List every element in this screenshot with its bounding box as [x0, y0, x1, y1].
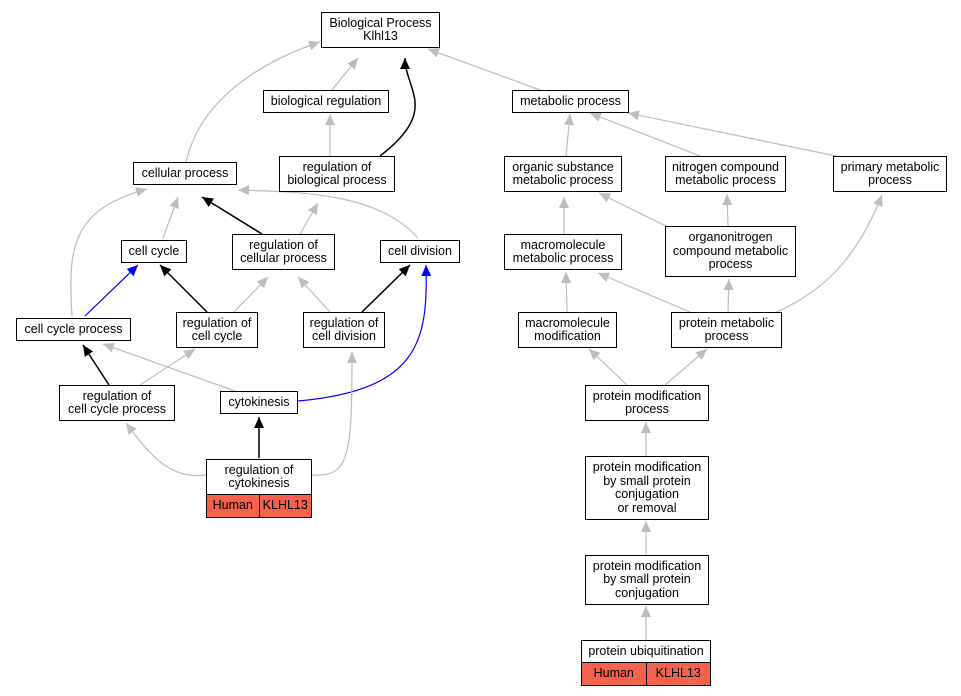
edge-regcc-regcell: [233, 276, 269, 313]
edge-metab-bp: [427, 48, 541, 91]
edge-regcyto-regdiv: [311, 351, 357, 476]
annotation-gene[interactable]: KLHL13: [646, 662, 711, 686]
edge-regcyto-regccp: [125, 422, 207, 477]
node-macromolecule-metabolic-process[interactable]: macromolecule metabolic process: [504, 234, 622, 270]
node-primary-metabolic-process[interactable]: primary metabolic process: [833, 156, 947, 192]
annotation-gene[interactable]: KLHL13: [259, 494, 312, 518]
node-cell-cycle[interactable]: cell cycle: [121, 240, 187, 263]
edge-bioreg-bp: [330, 57, 359, 92]
node-regulation-of-cytokinesis[interactable]: regulation of cytokinesis: [206, 459, 312, 495]
edge-protmet-macro: [597, 272, 691, 313]
edge-ccproc-cellproc: [70, 187, 148, 317]
node-cytokinesis[interactable]: cytokinesis: [220, 391, 298, 414]
edge-protmod-protmet: [664, 348, 708, 386]
node-protein-ubiquitination[interactable]: protein ubiquitination: [581, 640, 711, 663]
edge-cellproc-bp: [185, 40, 321, 163]
edge-regcc-cellcycle: [159, 264, 208, 313]
edge-cytok-ccproc: [102, 342, 236, 392]
edge-regdiv-regcell: [297, 276, 331, 313]
annotation-species: Human: [206, 494, 260, 518]
node-cell-cycle-process[interactable]: cell cycle process: [16, 318, 131, 341]
edge-protmod-macromod: [588, 348, 628, 386]
edge-regbio-bp: [379, 57, 416, 157]
edge-cellcycle-cellproc: [162, 196, 179, 239]
node-protein-modification-by-small-protein-conjugation[interactable]: protein modification by small protein co…: [585, 555, 709, 605]
edge-primary-metab: [627, 110, 837, 157]
node-biological-process[interactable]: Biological Process Klhl13: [321, 12, 440, 48]
node-biological-regulation[interactable]: biological regulation: [263, 90, 389, 113]
node-regulation-of-cell-cycle[interactable]: regulation of cell cycle: [176, 312, 258, 348]
node-organonitrogen-compound-metabolic-process[interactable]: organonitrogen compound metabolic proces…: [665, 226, 796, 277]
edge-regcell-cellproc: [201, 196, 263, 235]
edge-regccp-ccproc: [82, 344, 110, 386]
edge-nitro-metab: [589, 112, 701, 157]
edge-protmet-organo: [723, 278, 734, 313]
node-organic-substance-metabolic-process[interactable]: organic substance metabolic process: [504, 156, 622, 192]
edge-ccproc-cellcycle: [84, 264, 139, 317]
edge-regdiv-celldiv: [361, 264, 411, 313]
node-cellular-process[interactable]: cellular process: [133, 162, 237, 185]
annotation-row-protein-ubiquitination: Human KLHL13: [581, 662, 711, 686]
node-regulation-of-cell-cycle-process[interactable]: regulation of cell cycle process: [59, 385, 175, 421]
edge-protmet-primary: [771, 194, 883, 315]
node-metabolic-process[interactable]: metabolic process: [512, 90, 629, 113]
edge-cytok-celldiv: [297, 264, 432, 402]
node-cell-division[interactable]: cell division: [380, 240, 460, 263]
edge-regcell-regbio: [299, 202, 319, 235]
node-protein-modification-process[interactable]: protein modification process: [585, 385, 709, 421]
node-protein-modification-by-small-protein-conjugation-or-removal[interactable]: protein modification by small protein co…: [585, 456, 709, 520]
node-regulation-of-cell-division[interactable]: regulation of cell division: [303, 312, 385, 348]
edge-organo-nitro: [722, 193, 733, 227]
edge-macromod-macro: [561, 271, 572, 313]
node-nitrogen-compound-metabolic-process[interactable]: nitrogen compound metabolic process: [665, 156, 786, 192]
node-regulation-of-cellular-process[interactable]: regulation of cellular process: [232, 234, 335, 270]
edge-orgsub-metab: [563, 113, 574, 157]
node-protein-metabolic-process[interactable]: protein metabolic process: [671, 312, 782, 348]
annotation-species: Human: [581, 662, 647, 686]
annotation-row-regulation-of-cytokinesis: Human KLHL13: [206, 494, 312, 518]
edge-celldiv-cellproc: [237, 185, 419, 239]
edge-organo-orgsub: [598, 192, 679, 233]
node-regulation-of-biological-process[interactable]: regulation of biological process: [279, 156, 395, 192]
node-macromolecule-modification[interactable]: macromolecule modification: [518, 312, 617, 348]
